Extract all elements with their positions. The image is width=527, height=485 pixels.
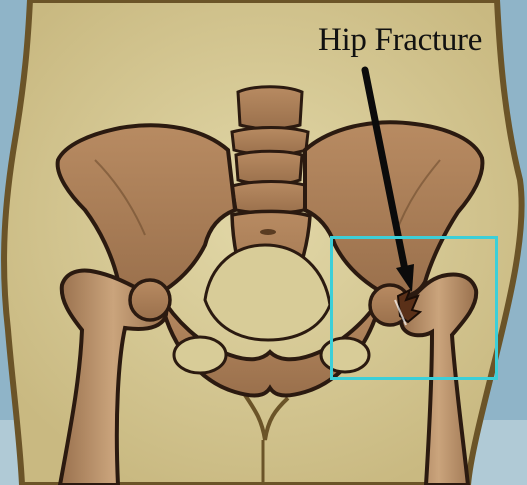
lumbar-spine — [232, 87, 308, 213]
fracture-highlight-box — [330, 236, 498, 380]
hip-fracture-label: Hip Fracture — [318, 20, 523, 60]
